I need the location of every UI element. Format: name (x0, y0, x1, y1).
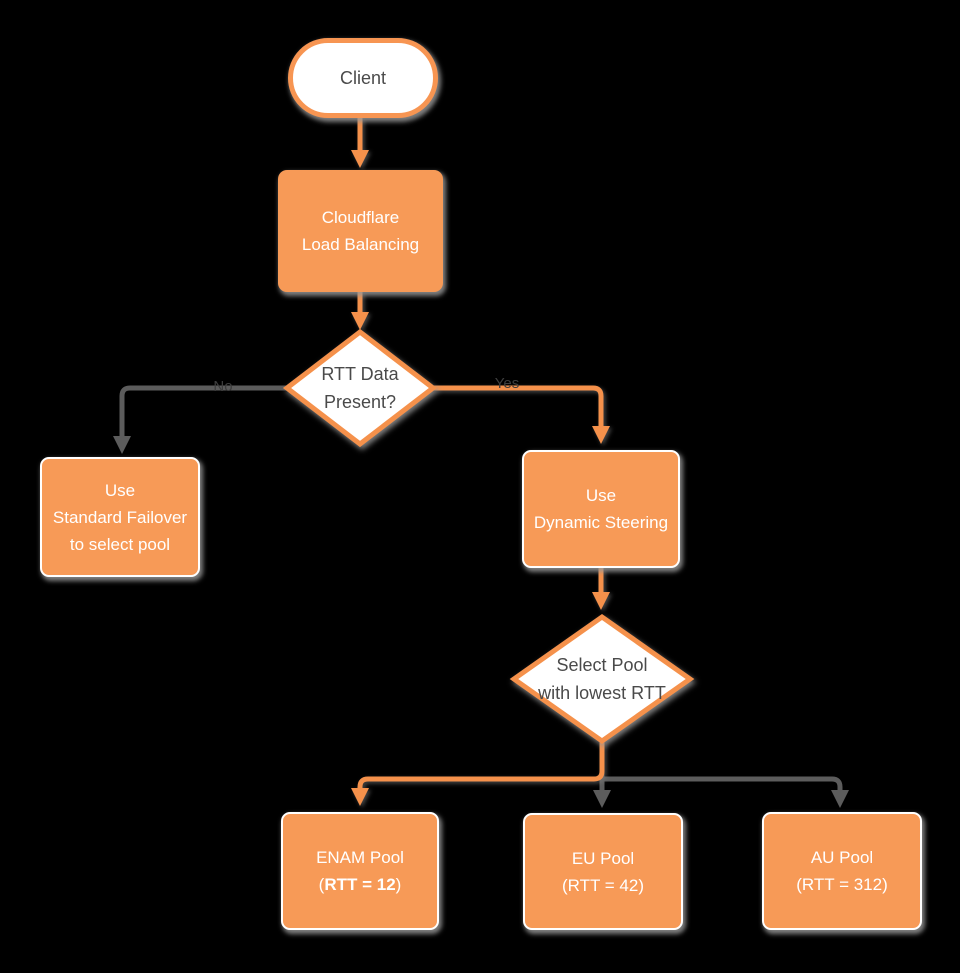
node-cloudflare-load-balancing: Cloudflare Load Balancing (278, 170, 443, 292)
dynamic-steering-line2: Dynamic Steering (533, 513, 669, 532)
standard-failover-line3: to select pool (69, 534, 171, 554)
arrowhead-enam-pool (351, 788, 369, 806)
connector-no-branch (119, 385, 287, 438)
standard-failover-line1: Use (104, 480, 136, 500)
arrowhead-select-pool (592, 592, 610, 610)
eu-pool-line2: (RTT = 42) (561, 875, 645, 895)
decision-rtt-data-label: RTT Data Present? (280, 360, 440, 416)
enam-rtt-value: RTT = 12 (324, 875, 396, 894)
connector-yes-branch (433, 385, 604, 428)
connector-au-pool (602, 776, 843, 792)
arrowhead-au-pool (831, 790, 849, 808)
node-client: Client (288, 38, 438, 118)
au-pool-line1: AU Pool (810, 848, 874, 867)
arrowhead-rtt-decision (351, 312, 369, 330)
enam-paren-close: ) (395, 875, 402, 894)
enam-pool-line1: ENAM Pool (316, 848, 404, 867)
arrowhead-standard-failover (113, 436, 131, 454)
edge-label-no: No (213, 378, 233, 395)
arrowhead-dynamic-steering (592, 426, 610, 444)
node-dynamic-steering: Use Dynamic Steering (522, 450, 680, 568)
decision-select-pool-label: Select Pool with lowest RTT (512, 651, 692, 707)
arrowhead-cloudflare (351, 150, 369, 168)
decision-select-pool-shape (509, 613, 695, 745)
select-pool-line2: with lowest RTT (538, 683, 666, 703)
decision-rtt-data-shape (282, 328, 438, 448)
edge-label-yes: Yes (494, 375, 520, 392)
node-cloudflare-line1: Cloudflare (321, 208, 400, 227)
node-eu-pool: EU Pool (RTT = 42) (523, 813, 683, 930)
node-cloudflare-line2: Load Balancing (301, 235, 420, 254)
rtt-decision-line1: RTT Data (321, 364, 399, 384)
standard-failover-line2: Standard Failover (52, 507, 188, 527)
rtt-decision-line2: Present? (323, 392, 397, 412)
node-au-pool: AU Pool (RTT = 312) (762, 812, 922, 930)
select-pool-line1: Select Pool (556, 655, 648, 675)
orange-connectors (351, 118, 610, 806)
dynamic-steering-line1: Use (585, 486, 617, 505)
node-standard-failover: Use Standard Failover to select pool (40, 457, 200, 577)
node-enam-pool: ENAM Pool (RTT = 12) (281, 812, 439, 930)
gray-connectors (113, 385, 849, 808)
enam-pool-line2: (RTT = 12) (319, 871, 402, 898)
connector-enam-pool (357, 741, 605, 790)
eu-pool-line1: EU Pool (571, 848, 635, 868)
node-client-label: Client (339, 67, 387, 88)
arrowhead-eu-pool (593, 790, 611, 808)
enam-paren-open: ( (318, 875, 325, 894)
au-pool-line2: (RTT = 312) (796, 875, 888, 894)
